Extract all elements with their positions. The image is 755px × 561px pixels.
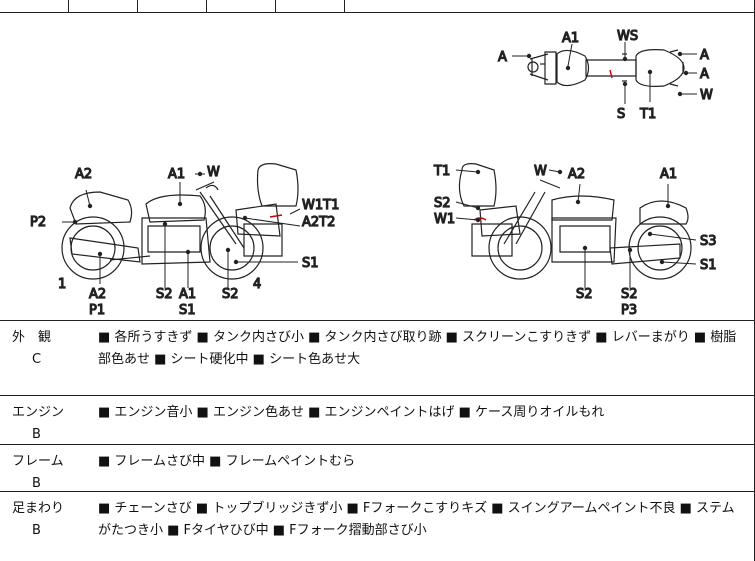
strip-cell xyxy=(68,0,138,12)
diag-label: T1 xyxy=(639,107,656,122)
diag-label: A1 xyxy=(562,31,579,46)
diag-label: S2 xyxy=(156,287,173,302)
diag-label: A xyxy=(700,48,709,63)
diag-label: S2 xyxy=(222,287,239,302)
diag-label: 1 xyxy=(58,277,66,292)
diag-label: W xyxy=(207,165,220,180)
condition-header: 外 観 C xyxy=(12,327,82,371)
condition-header: フレーム B xyxy=(12,451,82,495)
diag-label: W xyxy=(700,88,713,103)
condition-grade: C xyxy=(32,352,42,367)
diag-label: S2 xyxy=(621,287,638,302)
right-view-leaders xyxy=(455,169,697,288)
diag-label: S1 xyxy=(700,258,717,273)
sheet-right-border xyxy=(753,0,755,561)
condition-items: ■ フレームさび中 ■ フレームペイントむら xyxy=(98,454,356,469)
right-view-motorcycle xyxy=(458,163,692,280)
diag-label: W1 xyxy=(434,212,455,227)
top-view-motorcycle xyxy=(527,49,685,87)
damage-diagram: A A1 WS A A W S T1 xyxy=(0,12,755,321)
diag-label: A1 xyxy=(168,167,185,182)
diag-label: WS xyxy=(617,29,638,44)
condition-category: フレーム xyxy=(12,454,64,469)
condition-items: ■ チェーンさび ■ トップブリッジきず小 ■ Fフォークこすりキズ ■ スイン… xyxy=(98,501,735,538)
diag-label: A xyxy=(498,50,507,65)
strip-cell xyxy=(137,0,207,12)
condition-category: 外 観 xyxy=(12,330,52,345)
diag-label: S3 xyxy=(700,234,717,249)
condition-category: 足まわり xyxy=(12,501,65,516)
diag-label: A xyxy=(700,67,709,82)
condition-header: 足まわり B xyxy=(12,498,82,542)
strip-cell xyxy=(0,0,69,12)
right-view-markers xyxy=(475,169,671,265)
condition-row-exterior: 外 観 C ■ 各所うすきず ■ タンク内さび小 ■ タンク内さび取り跡 ■ ス… xyxy=(0,321,755,396)
diag-label: S1 xyxy=(302,256,319,271)
condition-items: ■ 各所うすきず ■ タンク内さび小 ■ タンク内さび取り跡 ■ スクリーンこす… xyxy=(98,330,737,367)
diag-label: P3 xyxy=(621,303,637,318)
left-view-markers xyxy=(72,171,248,265)
diag-label: W1T1 xyxy=(302,198,339,213)
diag-label: S2 xyxy=(576,287,593,302)
condition-grade: B xyxy=(32,523,41,538)
condition-grade: B xyxy=(32,476,41,491)
condition-row-suspension: 足まわり B ■ チェーンさび ■ トップブリッジきず小 ■ Fフォークこすりキ… xyxy=(0,492,755,561)
diag-label: A1 xyxy=(660,167,677,182)
top-table-strip xyxy=(0,0,755,13)
condition-category: エンジン xyxy=(12,405,65,420)
diag-label: P1 xyxy=(89,303,105,318)
diag-label: P2 xyxy=(30,215,46,230)
diag-label: T1 xyxy=(433,164,450,179)
condition-row-engine: エンジン B ■ エンジン音小 ■ エンジン色あせ ■ エンジンペイントはげ ■… xyxy=(0,396,755,445)
top-view-leaders xyxy=(512,42,697,104)
diag-label: A1 xyxy=(179,287,196,302)
left-view-leaders xyxy=(62,173,301,288)
diag-label: S xyxy=(617,107,625,122)
diag-label: A2 xyxy=(568,167,585,182)
strip-cell xyxy=(206,0,276,12)
diag-label: A2 xyxy=(89,287,106,302)
diag-label: S2 xyxy=(434,196,451,211)
condition-row-frame: フレーム B ■ フレームさび中 ■ フレームペイントむら xyxy=(0,445,755,492)
diag-label: W xyxy=(534,164,547,179)
diag-label: 4 xyxy=(253,277,261,292)
condition-grade: B xyxy=(32,427,41,442)
diag-label: A2T2 xyxy=(302,215,335,230)
condition-header: エンジン B xyxy=(12,402,82,446)
diag-label: S1 xyxy=(179,303,196,318)
strip-cell xyxy=(275,0,345,12)
left-view-motorcycle xyxy=(61,163,299,280)
motorcycle-diagram: A A1 WS A A W S T1 xyxy=(29,28,717,318)
top-view-markers xyxy=(526,51,689,97)
diag-label: A2 xyxy=(75,167,92,182)
condition-items: ■ エンジン音小 ■ エンジン色あせ ■ エンジンペイントはげ ■ ケース周りオ… xyxy=(98,405,605,420)
